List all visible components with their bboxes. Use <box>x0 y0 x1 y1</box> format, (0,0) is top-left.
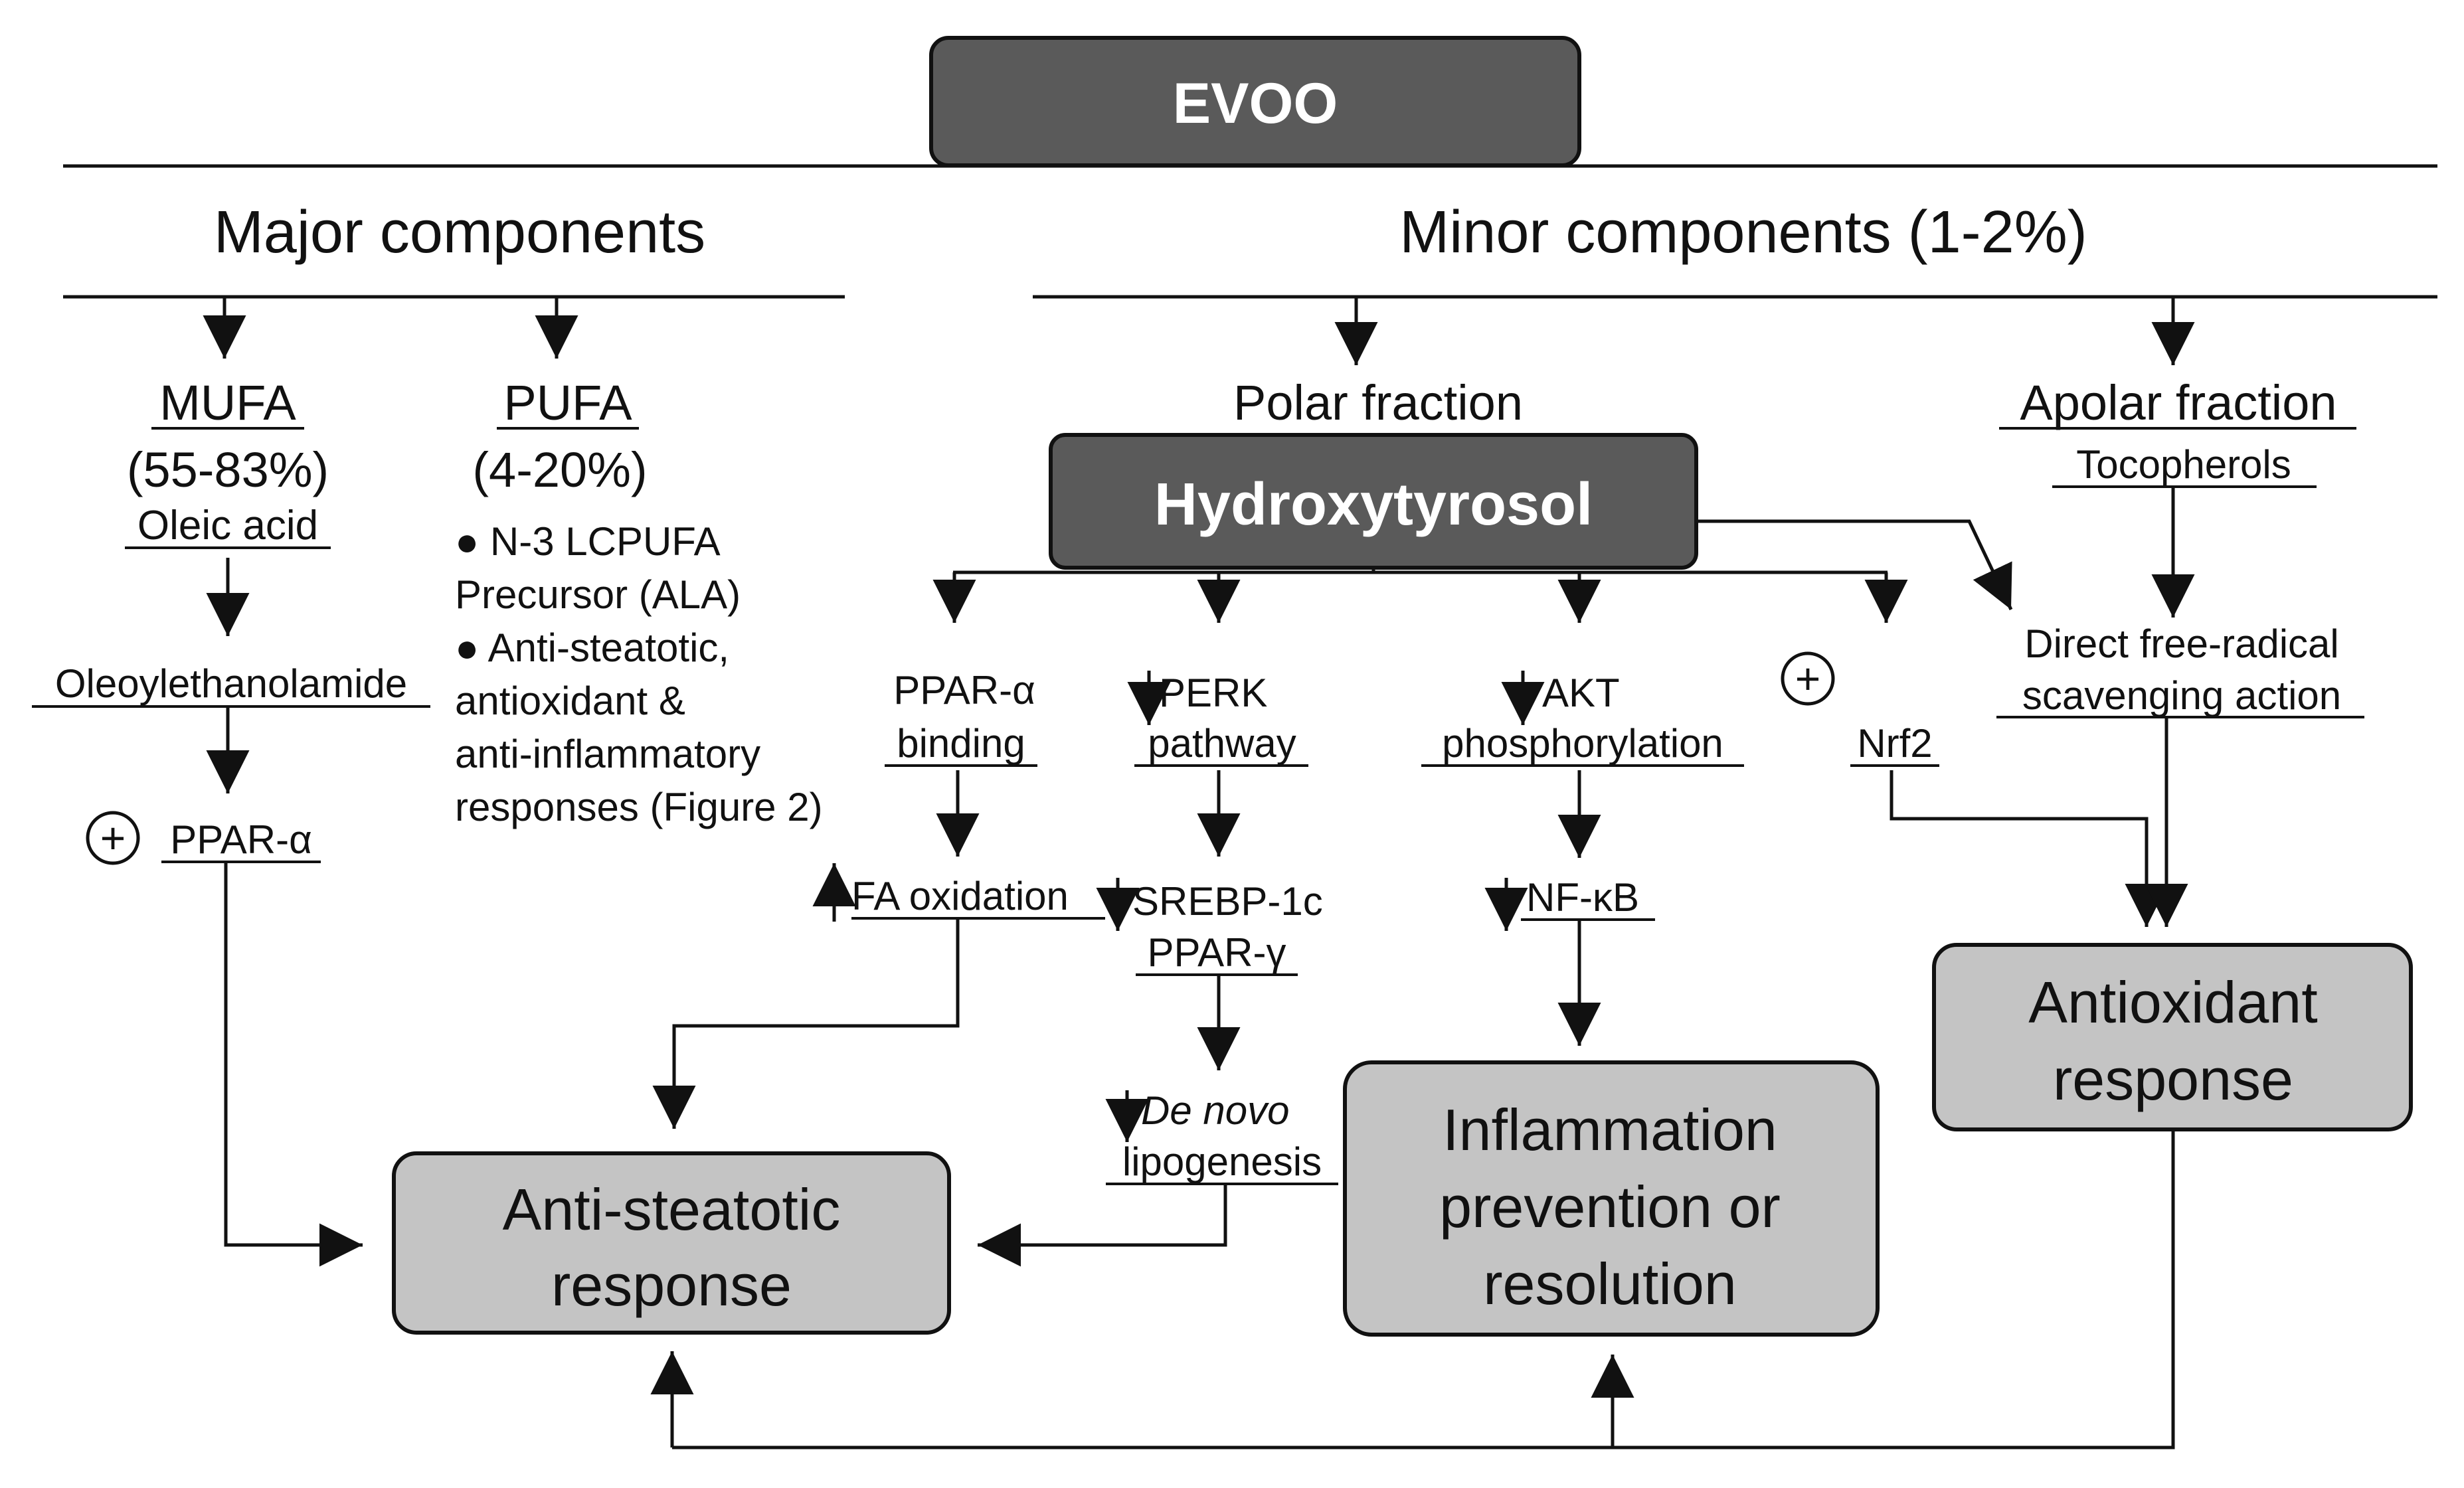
akt-line1: AKT <box>1542 671 1620 715</box>
perk-line1: PERK <box>1159 671 1267 715</box>
antioxidant-response-box: Antioxidant response <box>1932 943 2413 1131</box>
lipogenesis-label: lipogenesis <box>1122 1139 1322 1184</box>
anti-steatotic-line1: Anti-steatotic <box>503 1177 841 1242</box>
pufa-range: (4-20%) <box>472 442 647 497</box>
anti-steatotic-response-box: Anti-steatotic response <box>392 1151 951 1335</box>
inflammation-line1: Inflammation <box>1443 1097 1777 1163</box>
arrow-lipogenesis-to-anti-steatotic <box>978 1185 1227 1267</box>
fa-oxidation: FA oxidation <box>851 874 1069 918</box>
arrow-fa-to-anti-steatotic <box>652 920 960 1129</box>
inflammation-line3: resolution <box>1483 1251 1737 1317</box>
pufa-bullet1-line2: Precursor (ALA) <box>455 572 741 617</box>
pufa-bullet2-line3: anti-inflammatory <box>455 732 760 776</box>
antioxidant-line1: Antioxidant <box>2028 969 2317 1035</box>
arrow-mufa-to-anti-steatotic <box>224 863 363 1267</box>
tocopherols: Tocopherols <box>2076 442 2291 487</box>
evoo-title-box: EVOO <box>929 36 1581 167</box>
pufa-bullet2-line1: ● Anti-steatotic, <box>455 625 729 670</box>
ppar-binding-line1: PPAR-α <box>893 668 1035 712</box>
ppar-binding-line2: binding <box>897 721 1025 766</box>
plus-circle-icon: + <box>86 811 140 865</box>
akt-line2: phosphorylation <box>1442 721 1723 766</box>
svg-text:+: + <box>1795 654 1821 703</box>
nfkb-label: NF-κB <box>1526 875 1639 920</box>
pufa-bullet2-line4: responses (Figure 2) <box>455 785 823 829</box>
inflammation-line2: prevention or <box>1439 1174 1781 1240</box>
pufa-bullet1-line1: ● N-3 LCPUFA <box>455 519 721 564</box>
anti-steatotic-line2: response <box>551 1252 792 1318</box>
mufa-range: (55-83%) <box>127 442 329 497</box>
oleic-acid: Oleic acid <box>137 503 318 548</box>
minor-components-heading: Minor components (1-2%) <box>1399 199 2087 266</box>
evoo-title: EVOO <box>1173 72 1338 135</box>
ppar-alpha-target: PPAR-α <box>170 817 312 862</box>
pufa-bullet2-line2: antioxidant & <box>455 679 685 723</box>
arrow-to-scavenging <box>1696 519 2013 611</box>
hydroxytyrosol-box: Hydroxytyrosol <box>1049 433 1698 570</box>
inflammation-response-box: Inflammation prevention or resolution <box>1343 1060 1880 1337</box>
polar-fraction: Polar fraction <box>1233 375 1523 430</box>
pufa-label: PUFA <box>503 375 632 430</box>
oleoylethanolamide: Oleoylethanolamide <box>55 661 407 706</box>
hydroxytyrosol-label: Hydroxytyrosol <box>1154 471 1593 538</box>
arrow-nrf2-to-antioxidant <box>1890 770 2168 927</box>
antioxidant-feedback-line <box>672 1131 2175 1449</box>
major-components-heading: Major components <box>214 199 705 266</box>
perk-line2: pathway <box>1148 721 1296 766</box>
nrf2-label: Nrf2 <box>1857 721 1932 766</box>
nrf2-plus-circle-icon: + <box>1781 651 1835 706</box>
de-novo-label: De novo <box>1141 1088 1289 1133</box>
antioxidant-line2: response <box>2053 1046 2293 1112</box>
svg-text:+: + <box>100 813 126 863</box>
apolar-fraction: Apolar fraction <box>2020 375 2336 430</box>
mufa-label: MUFA <box>159 375 296 430</box>
scavenging-line1: Direct free-radical <box>2024 621 2338 666</box>
ppar-gamma-label: PPAR-γ <box>1148 930 1286 975</box>
scavenging-line2: scavenging action <box>2022 673 2341 718</box>
srebp-label: SREBP-1c <box>1132 879 1323 924</box>
